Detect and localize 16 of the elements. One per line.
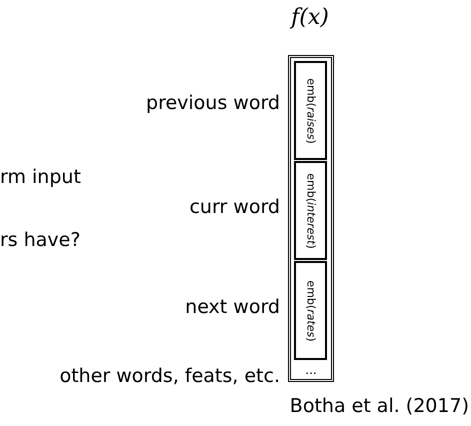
embedding-box xyxy=(294,161,327,260)
embedding-stack-box xyxy=(288,55,334,382)
embedding-label: emb(raises) xyxy=(304,78,317,144)
embedding-label: emb(interest) xyxy=(304,172,317,248)
embedding-label: emb(rates) xyxy=(304,280,317,342)
text-label: other words, feats, etc. xyxy=(60,364,280,388)
function-heading: f(x) xyxy=(288,5,330,30)
ellipsis-text: ... xyxy=(304,363,318,377)
text-label: next word xyxy=(185,295,280,319)
text-label: previous word xyxy=(146,91,280,115)
caption: Botha et al. (2017) xyxy=(290,394,469,418)
text-label: curr word xyxy=(189,195,280,219)
embedding-box xyxy=(294,261,327,360)
text-label: rs have? xyxy=(0,228,80,252)
text-label: rm input xyxy=(0,165,81,189)
embedding-box xyxy=(294,61,327,160)
